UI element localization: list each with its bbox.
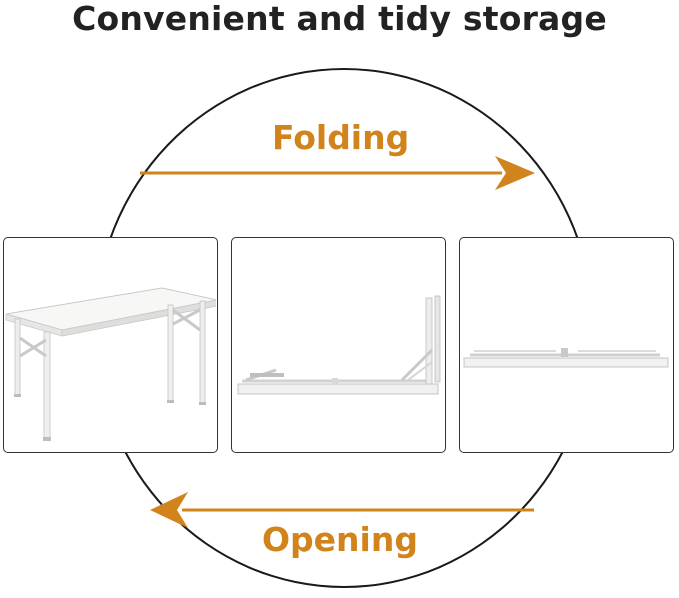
page-title: Convenient and tidy storage xyxy=(72,0,607,38)
panel-open-table xyxy=(3,237,218,453)
open-table-illustration xyxy=(5,287,216,441)
panel-folded-table xyxy=(459,237,674,453)
arrow-right-icon xyxy=(140,156,535,190)
folding-label: Folding xyxy=(272,118,410,157)
arrow-left-icon xyxy=(150,492,534,528)
opening-label: Opening xyxy=(262,520,418,559)
folding-table-illustration xyxy=(237,295,441,395)
panel-folding-table xyxy=(231,237,446,453)
folded-table-illustration xyxy=(463,348,669,368)
